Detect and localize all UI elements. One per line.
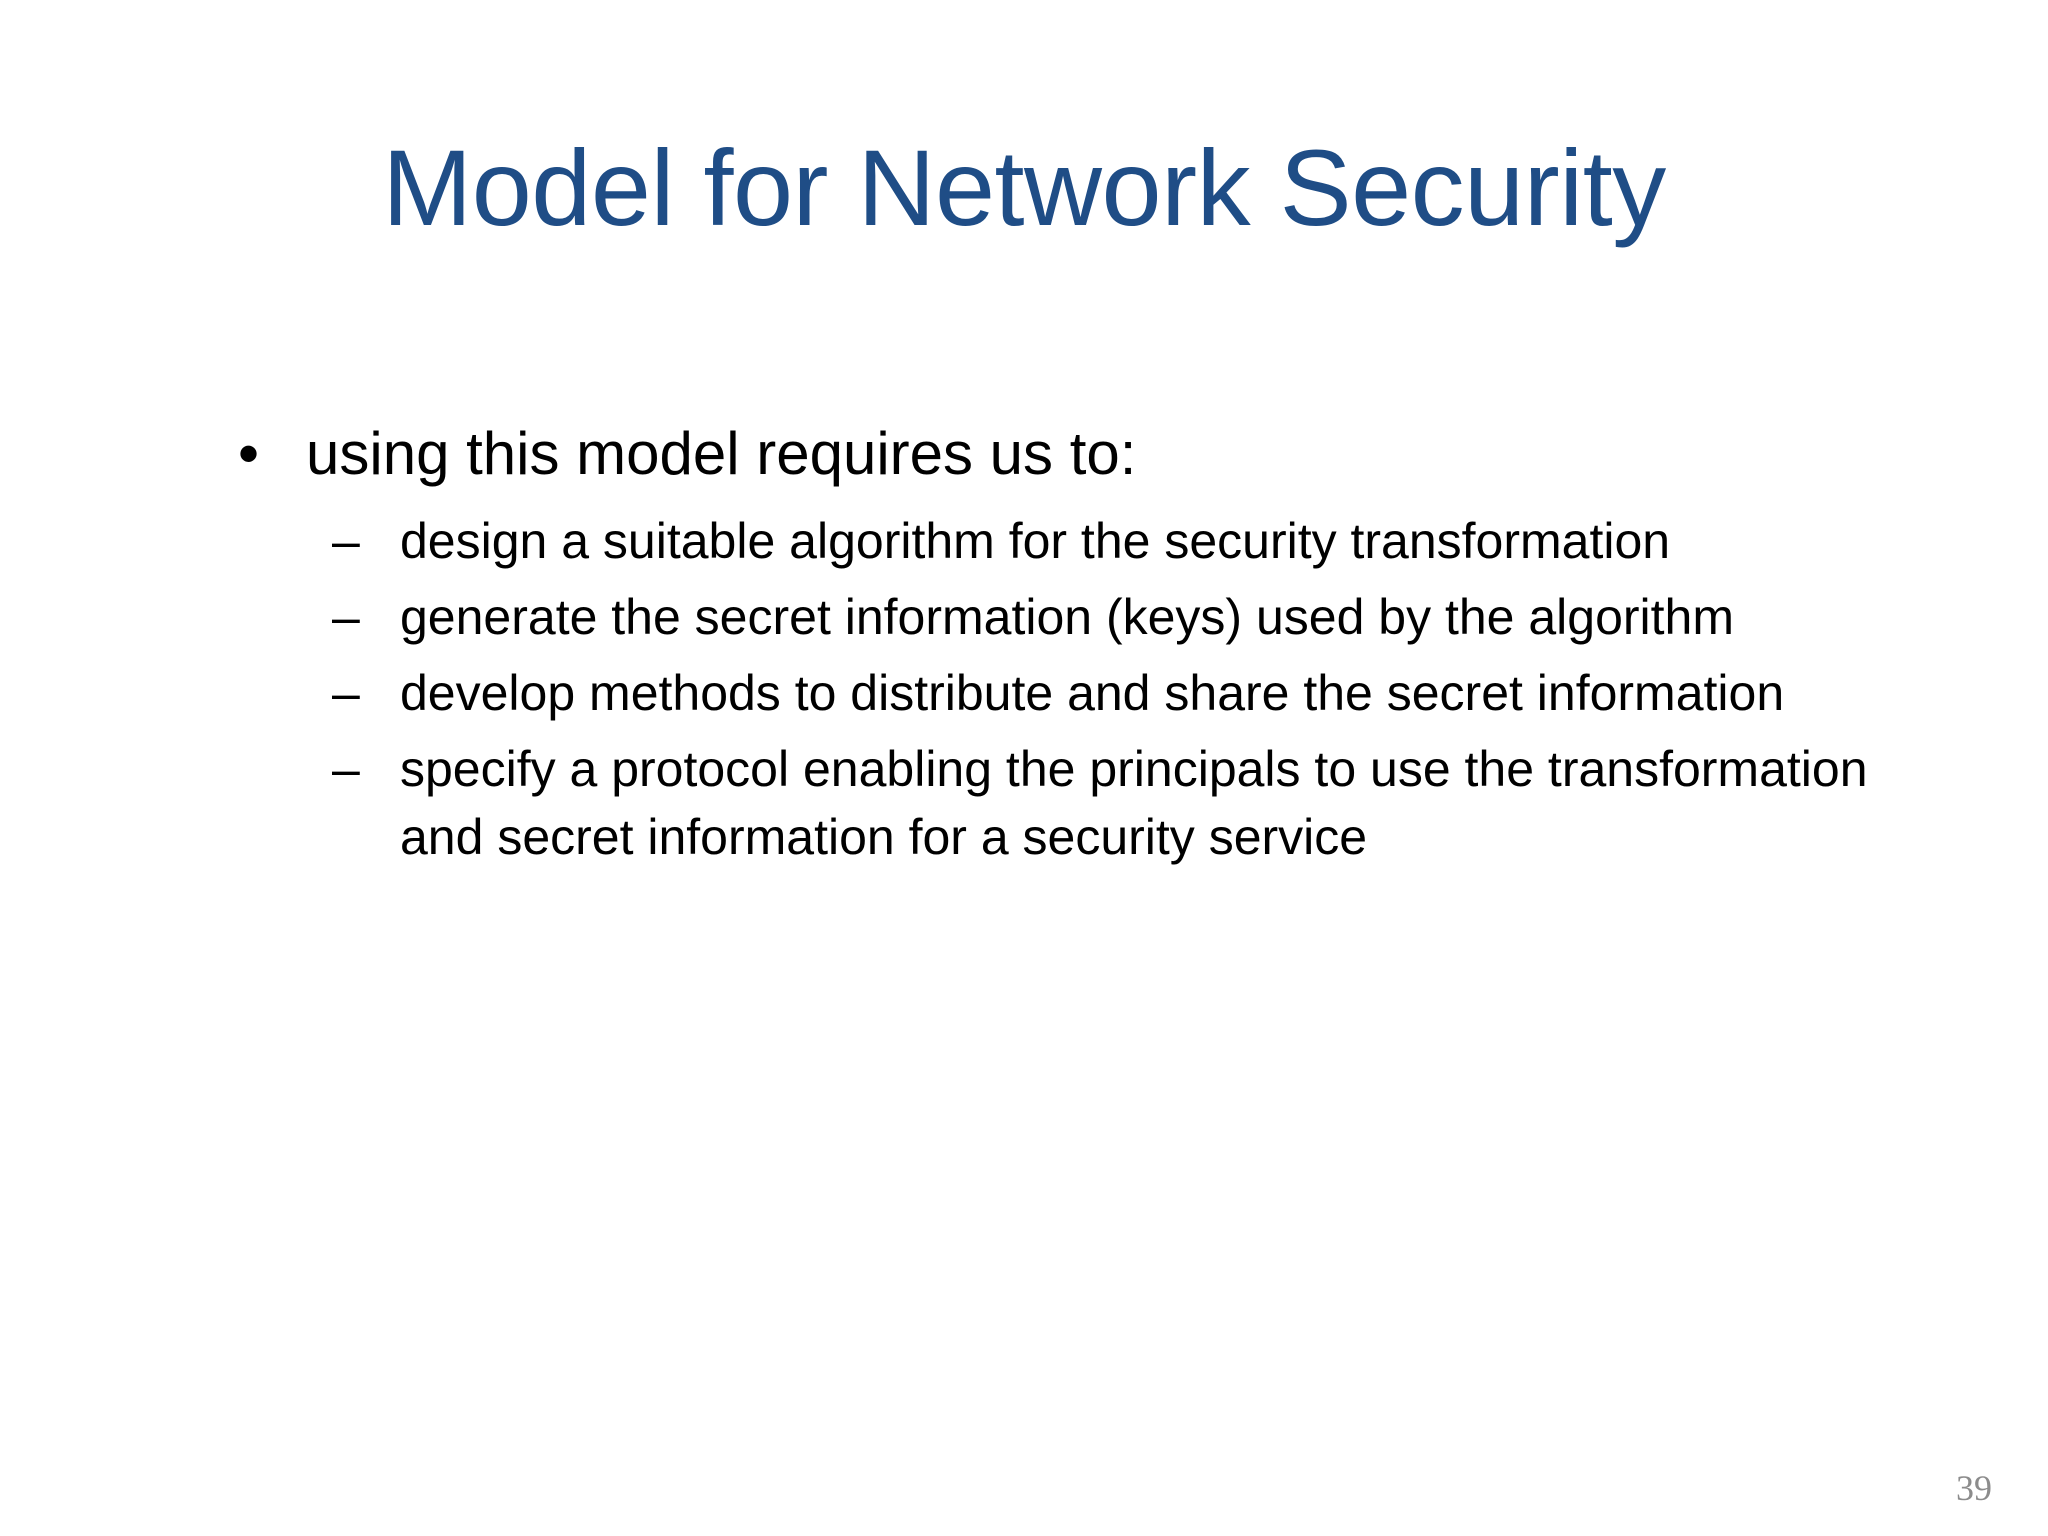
bullet-dash-icon: – [332,588,360,645]
sub-bullet-list: – design a suitable algorithm for the se… [228,507,1888,871]
slide-body: • using this model requires us to: – des… [228,416,1888,879]
sub-bullet-label: develop methods to distribute and share … [400,664,1785,721]
bullet-dash-icon: – [332,512,360,569]
list-item: – generate the secret information (keys)… [228,583,1888,651]
bullet-dot-icon: • [238,420,260,487]
sub-bullet-label: generate the secret information (keys) u… [400,588,1735,645]
bullet-level1: • using this model requires us to: [228,416,1888,493]
page-number: 39 [1956,1468,1992,1508]
page-title: Model for Network Security [382,127,1666,248]
bullet-level1-label: using this model requires us to: [306,420,1137,487]
list-item: – specify a protocol enabling the princi… [228,735,1888,871]
bullet-dash-icon: – [332,740,360,797]
bullet-dash-icon: – [332,664,360,721]
sub-bullet-label: design a suitable algorithm for the secu… [400,512,1671,569]
list-item: – develop methods to distribute and shar… [228,659,1888,727]
sub-bullet-label: specify a protocol enabling the principa… [400,740,1868,865]
list-item: – design a suitable algorithm for the se… [228,507,1888,575]
